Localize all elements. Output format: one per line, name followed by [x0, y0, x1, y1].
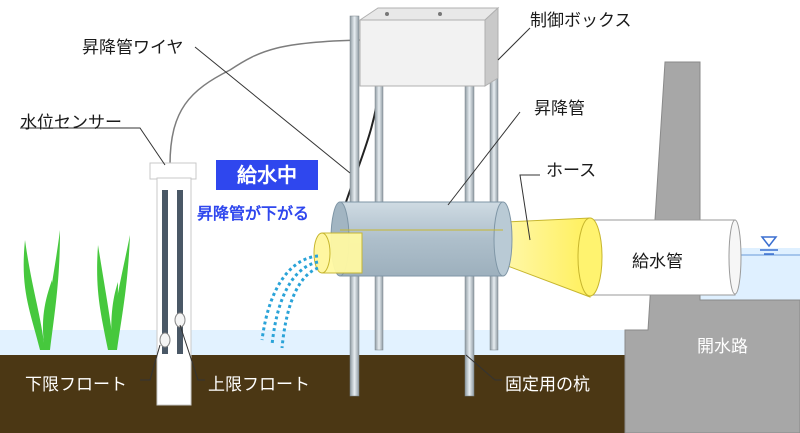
status-badge: 給水中	[216, 160, 318, 190]
water-level-sensor	[149, 162, 197, 406]
leader-lines	[20, 27, 540, 381]
label-hose: ホース	[546, 161, 597, 181]
label-channel: 開水路	[697, 337, 748, 357]
rice-plant-left	[23, 230, 60, 350]
water-stream	[260, 254, 319, 349]
label-lower-float: 下限フロート	[22, 369, 130, 396]
riser-pipe	[313, 201, 513, 277]
concrete-wall	[624, 61, 800, 433]
sensor-cable	[169, 39, 361, 166]
lower-float-shape	[159, 332, 171, 348]
upper-float-shape	[174, 312, 186, 328]
hose	[504, 217, 603, 298]
label-fixing-stake: 固定用の杭	[502, 369, 593, 396]
label-water-sensor: 水位センサー	[20, 113, 122, 133]
control-box	[358, 6, 500, 87]
water-level-mark	[760, 236, 778, 248]
status-action-text: 昇降管が下がる	[197, 204, 310, 223]
label-upper-float: 上限フロート	[205, 369, 313, 396]
label-supply-pipe: 給水管	[632, 252, 683, 272]
paddy-water	[0, 330, 640, 358]
label-control-box: 制御ボックス	[530, 11, 632, 31]
rice-plant-right	[97, 235, 130, 350]
label-riser-wire: 昇降管ワイヤ	[82, 38, 184, 58]
label-riser-pipe: 昇降管	[534, 99, 585, 119]
